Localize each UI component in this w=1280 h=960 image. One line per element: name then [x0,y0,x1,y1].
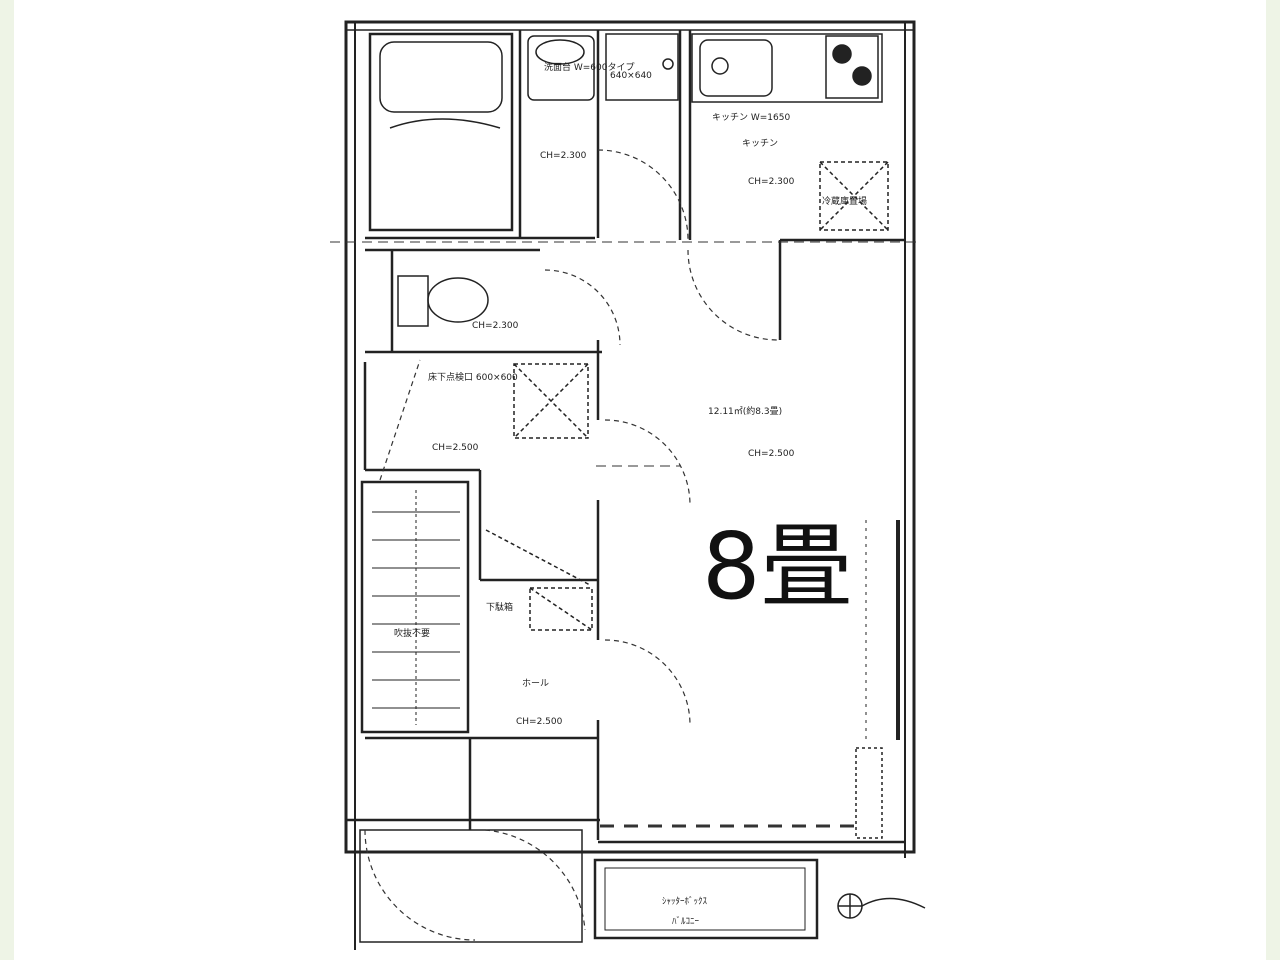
stair-treads [372,490,460,725]
bathtub-icon [379,41,503,113]
fridge-space-icon [819,161,889,231]
shoe-storage-icon [529,587,593,631]
fixtures [372,33,926,919]
stairs-label: 吹抜不要 [394,627,430,639]
washroom-ceiling: CH=2.300 [540,151,587,161]
kitchen-name: キッチン [742,138,778,149]
kitchen-ceiling: CH=2.300 [748,177,795,187]
floor-hatch-icon [513,363,589,439]
vanity-label: 洗面台 W=600タイプ [544,61,634,73]
outer-walls [344,20,916,950]
western-room-area: 12.11㎡(約8.3畳) [708,405,782,417]
north-arrow-icon [837,893,926,919]
toilet-ceiling: CH=2.300 [472,321,519,331]
room-labels: 洗面台 W=600タイプ CH=2.300 640×640 キッチン W=165… [394,61,867,927]
toilet-icon [427,277,489,323]
air-conditioner-icon [855,747,883,839]
closet-ceiling: CH=2.500 [432,443,479,453]
washer-pan-size: 640×640 [610,71,652,81]
western-room-ceiling: CH=2.500 [748,449,795,459]
interior-walls [346,30,905,943]
kitchen-note: キッチン W=1650 [712,112,790,123]
grid-dashes [330,241,920,828]
kitchen-counter-icon [691,33,883,103]
vanity-icon [527,35,595,101]
sink-icon [699,39,773,97]
washer-pan-icon [605,33,679,101]
door-swings [364,149,779,941]
main-room-size: 8畳 [702,513,853,620]
hall-name: ホール [522,678,549,689]
balcony-shutter-label: ｼｬｯﾀｰﾎﾞｯｸｽ [662,896,708,907]
floor-hatch-label: 床下点検口 600×600 [428,371,518,383]
fridge-label: 冷蔵庫置場 [822,195,867,207]
stove-icon [825,35,879,99]
balcony-label: ﾊﾞﾙｺﾆｰ [672,916,700,927]
shoe-storage-label: 下駄箱 [486,601,513,613]
floor-plan-sheet [14,0,1266,960]
hall-ceiling: CH=2.500 [516,717,563,727]
